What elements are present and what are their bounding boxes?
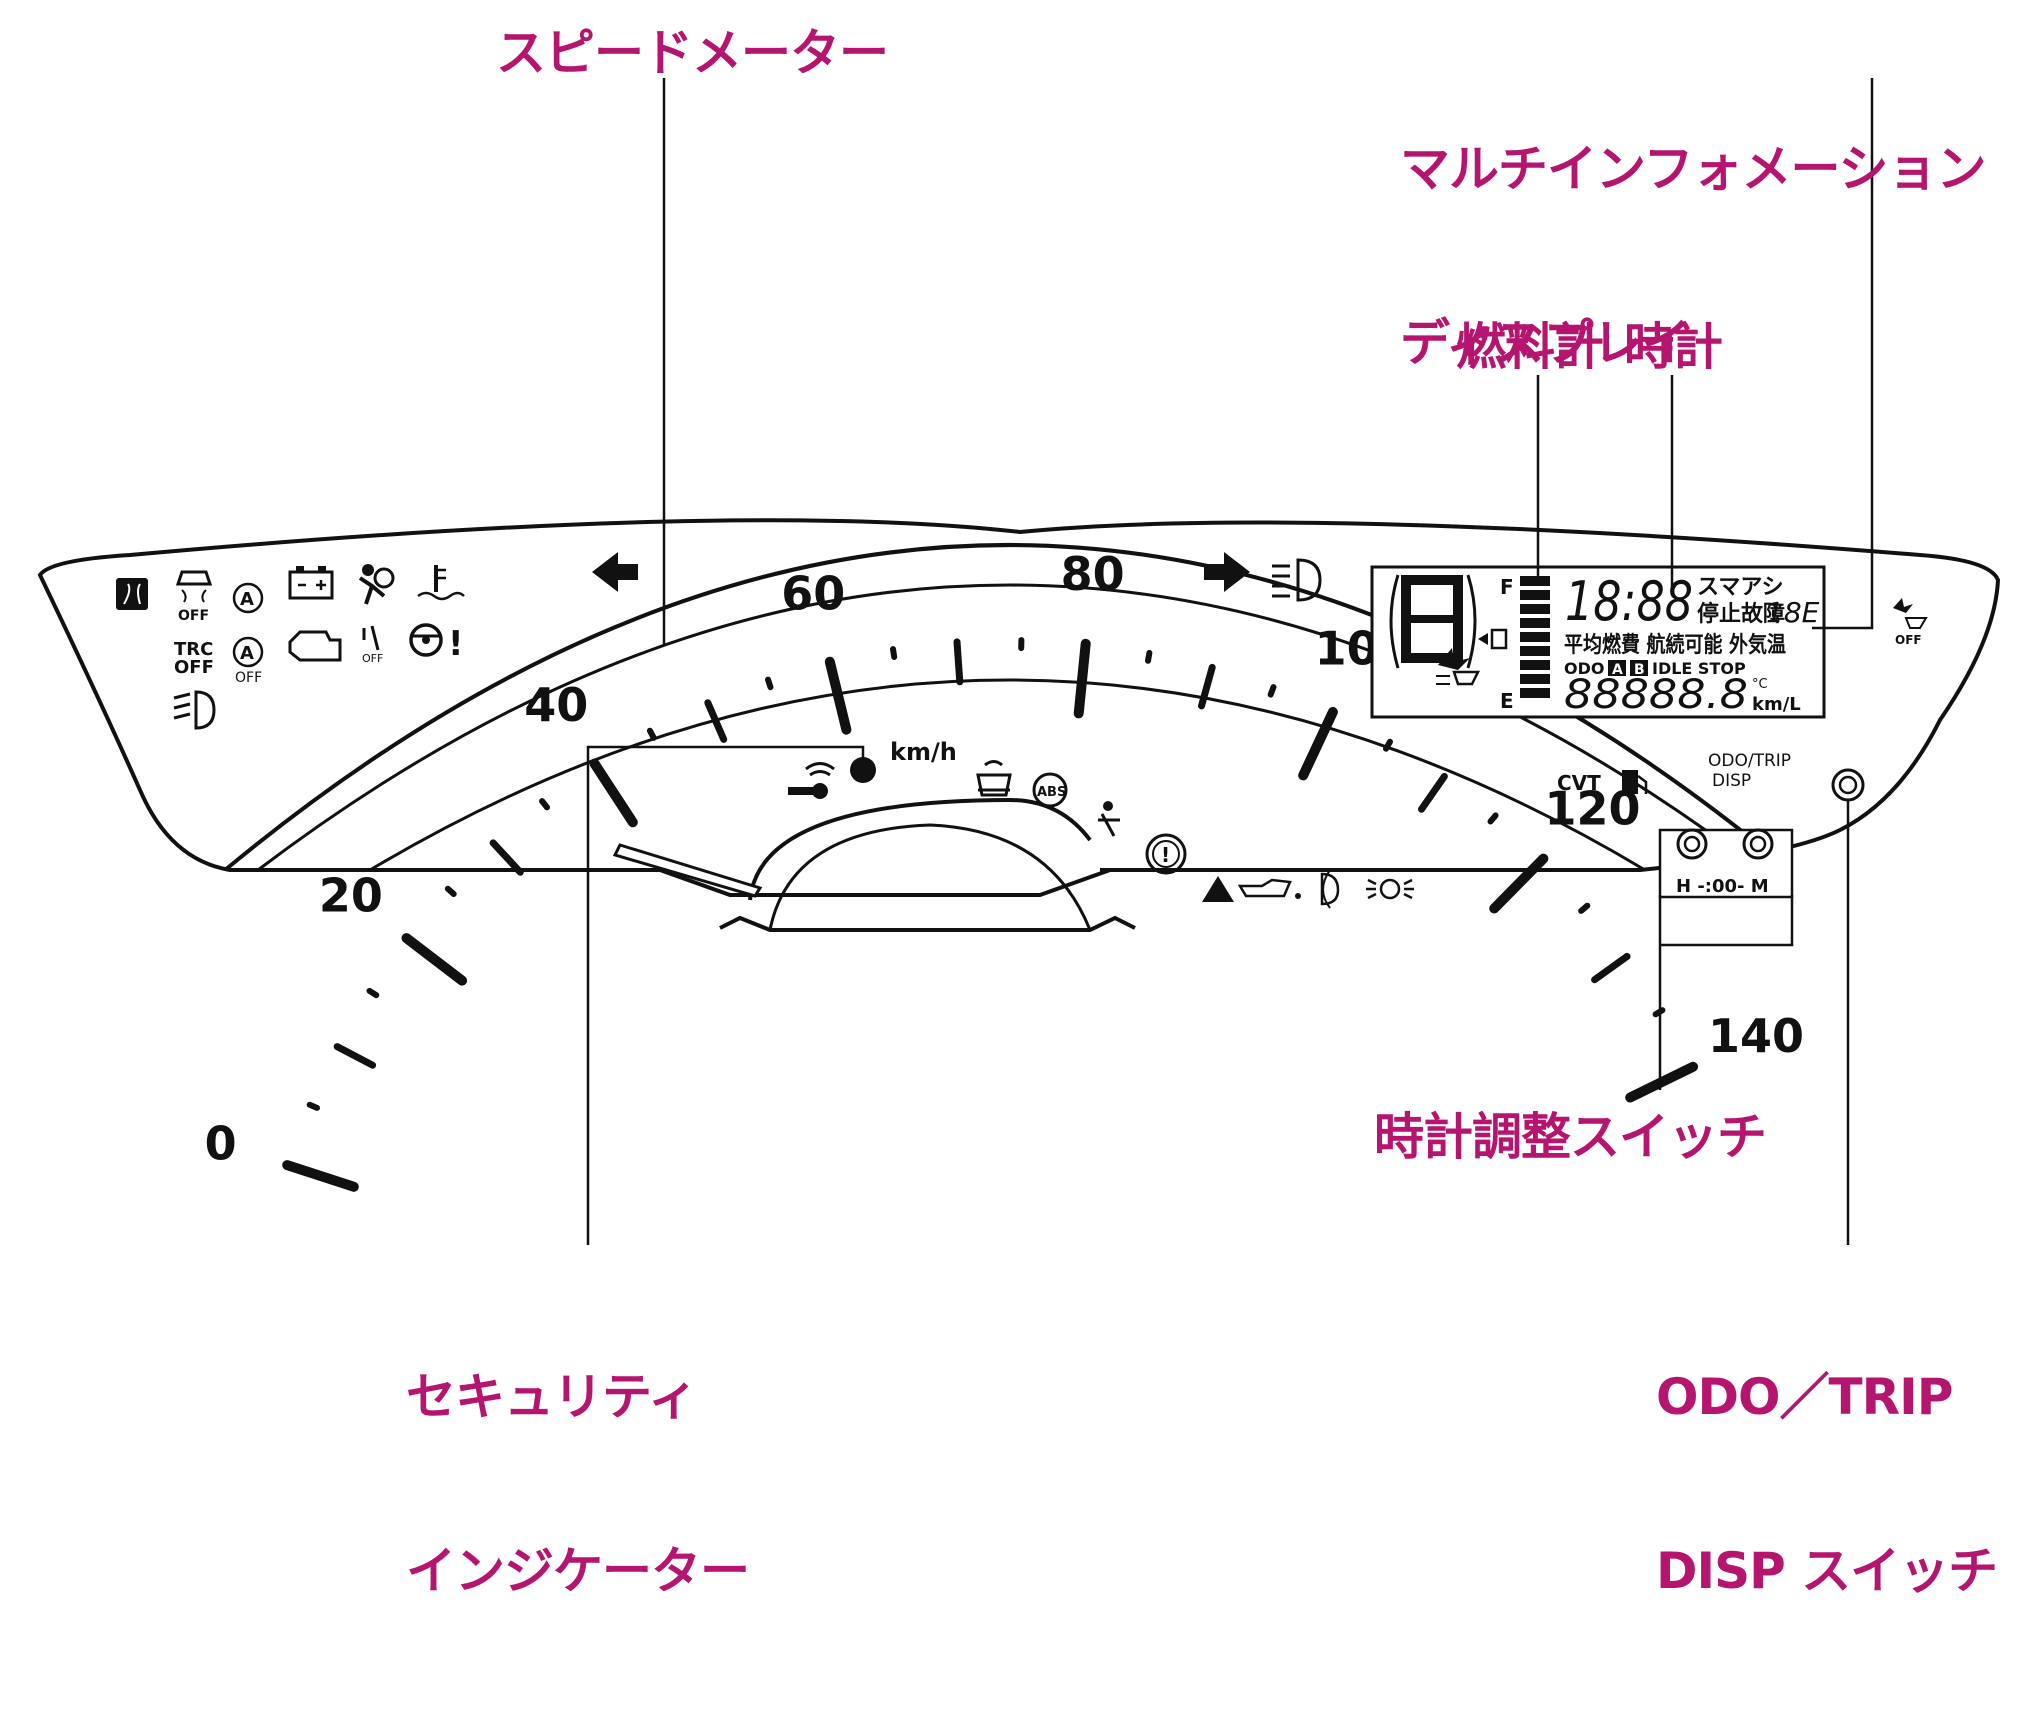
- svg-text:OFF: OFF: [1895, 633, 1922, 647]
- dot-tick: [542, 801, 547, 807]
- dot-tick: [1491, 815, 1496, 821]
- speedometer-hub-base: [720, 918, 1135, 930]
- svg-text:A: A: [240, 589, 254, 610]
- callout-clock-adjust-switch: 時計調整スイッチ: [1374, 1108, 1766, 1166]
- scale-label: 80: [1061, 547, 1125, 601]
- svg-text:OFF: OFF: [235, 670, 262, 686]
- major-tick: [1079, 644, 1086, 714]
- scale-label: 20: [319, 869, 383, 923]
- multi-information-display: F E 18:88 スマアシ 停止故障 18E 平均燃費 航続可能 外気温 OD…: [1372, 567, 1824, 718]
- dot-tick: [768, 680, 771, 688]
- callout-fuel-gauge: 燃料計: [1456, 318, 1603, 376]
- fuel-bar-segment: [1520, 618, 1550, 628]
- fuel-bar-segment: [1520, 660, 1550, 670]
- scale-label: 60: [781, 567, 845, 621]
- fuel-bar-segment: [1520, 576, 1550, 586]
- skid-indicator-icon: [116, 578, 148, 610]
- svg-text:!: !: [1214, 884, 1222, 904]
- callout-multi-info-line1: マルチインフォメーション: [1400, 140, 1986, 198]
- speed-unit-label: km/h: [890, 738, 957, 766]
- fuel-bar-segment: [1520, 646, 1550, 656]
- info-row-labels: 平均燃費 航続可能 外気温: [1564, 632, 1786, 658]
- fuel-bar-segment: [1520, 674, 1550, 684]
- svg-text:OFF: OFF: [362, 652, 383, 665]
- dot-tick: [650, 731, 654, 738]
- dot-tick: [1148, 653, 1149, 661]
- master-warning-icon: !: [1202, 876, 1234, 904]
- fuel-full-label: F: [1500, 575, 1514, 599]
- svg-text:A: A: [240, 643, 254, 664]
- odometer-digits: 88888.8: [1564, 672, 1748, 718]
- fuel-gauge-bars: [1520, 576, 1550, 698]
- oil-pressure-icon: [1240, 880, 1301, 899]
- callout-security-line1: セキュリティ: [406, 1368, 749, 1426]
- major-tick: [287, 1165, 354, 1187]
- callout-multi-information-display: マルチインフォメーション ディスプレイ: [1400, 24, 1986, 488]
- callout-clock: 時計: [1624, 318, 1722, 376]
- svg-text:!: !: [1161, 843, 1170, 867]
- economy-unit-label: km/L: [1752, 694, 1801, 715]
- fuel-bar-segment: [1520, 590, 1550, 600]
- minor-tick: [1595, 956, 1628, 979]
- tail-lamp-icon: [1366, 880, 1414, 898]
- clock-digits: 18:88: [1565, 570, 1693, 633]
- fuel-bar-segment: [1520, 688, 1550, 698]
- fuel-empty-label: E: [1500, 689, 1514, 713]
- fog-lamp-icon: [1322, 870, 1338, 908]
- dot-tick: [1581, 906, 1587, 911]
- brake-warning-icon: !: [1147, 835, 1185, 873]
- callout-security-indicator: セキュリティ インジケーター: [406, 1252, 749, 1716]
- security-dot-icon: [850, 757, 876, 783]
- odo-trip-disp-switch-knob[interactable]: [1833, 770, 1863, 800]
- scale-label: 140: [1708, 1009, 1804, 1063]
- scale-label: 0: [205, 1117, 237, 1171]
- cvt-indicator: CVT: [1557, 771, 1601, 795]
- callout-odo-trip-line1: ODO／TRIP: [1656, 1368, 1997, 1426]
- callout-odo-trip-disp-switch: ODO／TRIP DISP スイッチ: [1656, 1252, 1997, 1716]
- dot-tick: [370, 991, 377, 995]
- clock-adjust-switch-label: H -:00- M: [1676, 876, 1769, 897]
- dot-tick: [1271, 687, 1274, 695]
- fuel-bar-segment: [1520, 604, 1550, 614]
- scale-label: 40: [524, 678, 588, 732]
- dot-tick: [448, 889, 454, 894]
- svg-text:ABS: ABS: [1037, 785, 1066, 800]
- callout-security-line2: インジケーター: [406, 1542, 749, 1600]
- fuel-bar-segment: [1520, 632, 1550, 642]
- dot-tick: [893, 649, 894, 657]
- minor-tick: [957, 642, 960, 682]
- minor-tick: [337, 1047, 372, 1066]
- dot-tick: [310, 1105, 317, 1108]
- callout-speedometer: スピードメーター: [496, 24, 888, 82]
- svg-text:OFF: OFF: [178, 608, 209, 624]
- clock-hour-button[interactable]: [1678, 830, 1706, 858]
- major-tick: [1630, 1067, 1693, 1098]
- callout-odo-trip-line2: DISP スイッチ: [1656, 1542, 1997, 1600]
- status-digits: 18E: [1766, 596, 1820, 629]
- temp-unit-label: °C: [1752, 677, 1768, 692]
- svg-text:!: !: [448, 624, 464, 664]
- clock-minute-button[interactable]: [1744, 830, 1772, 858]
- major-tick: [407, 938, 463, 981]
- dot-tick: [1386, 742, 1390, 749]
